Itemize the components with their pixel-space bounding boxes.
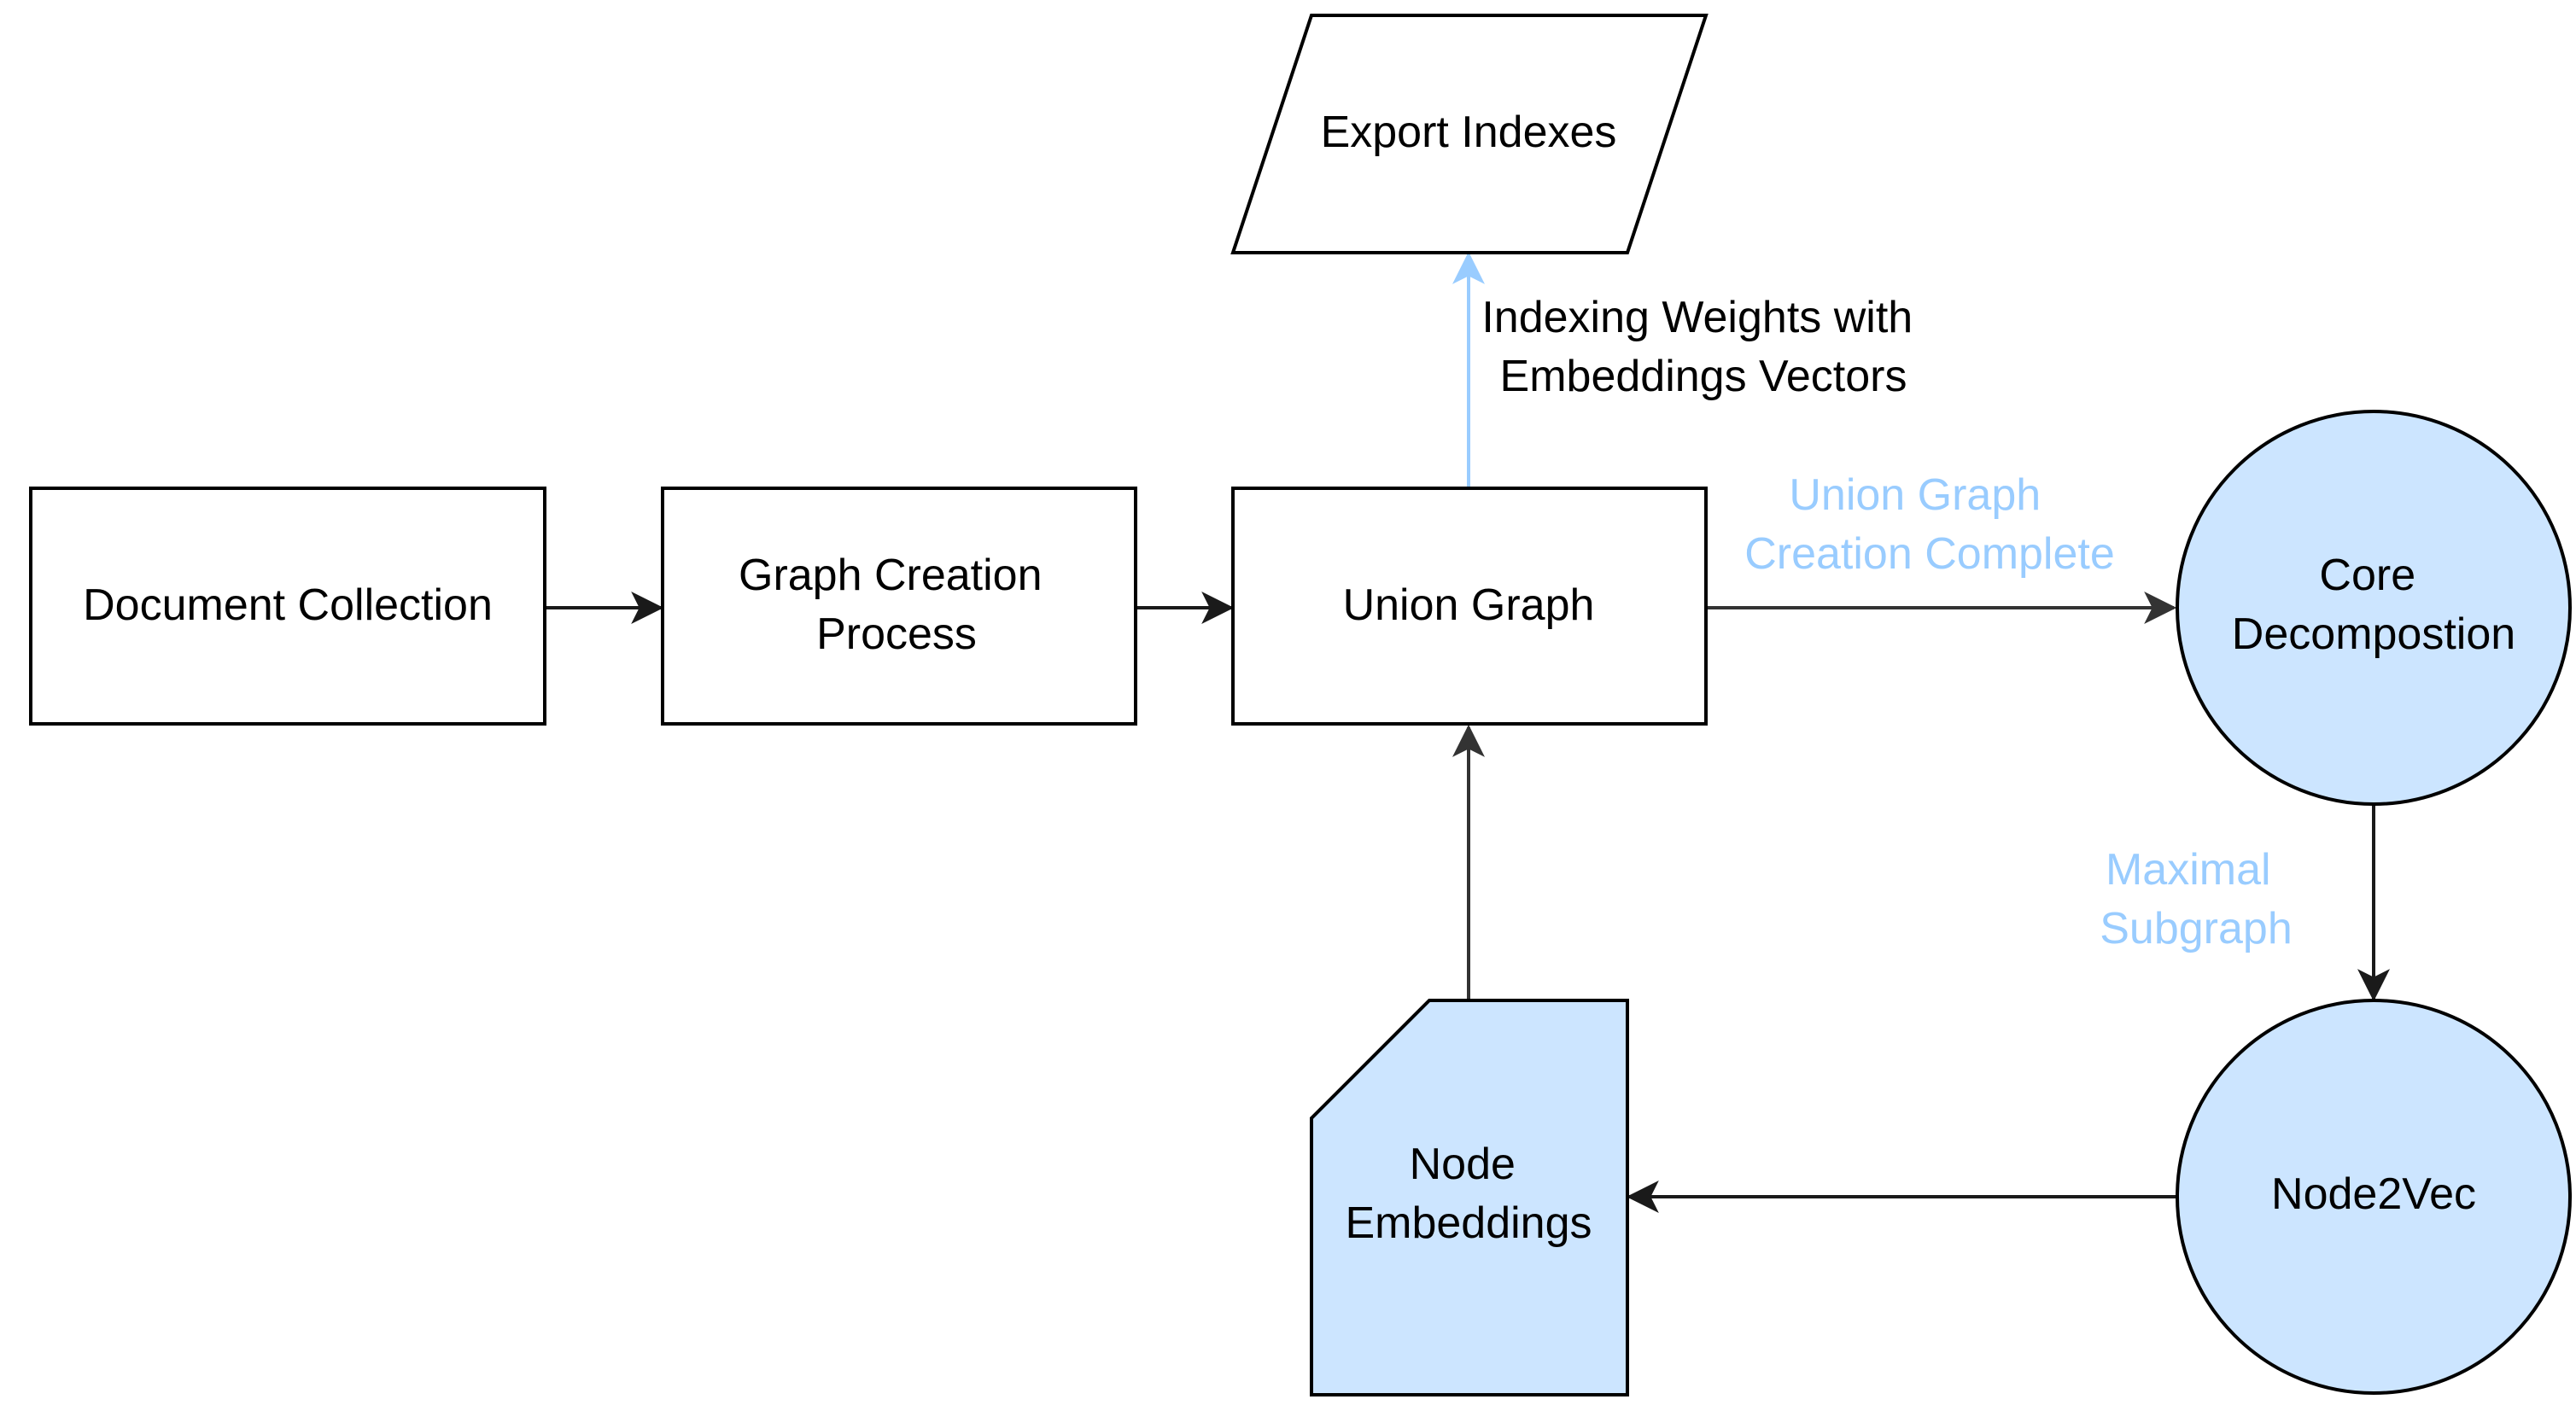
node-document-collection: Document Collection bbox=[29, 487, 546, 726]
node-node2vec: Node2Vec bbox=[2176, 999, 2572, 1395]
svg-text:Document Collection: Document Collection bbox=[83, 580, 493, 630]
svg-text:Node Embeddings: Node Embeddings bbox=[1345, 1140, 1592, 1248]
node-export-indexes: Export Indexes bbox=[1230, 14, 1709, 254]
edge-label-indexing-weights-line-1: Indexing Weights with bbox=[1481, 293, 1913, 342]
node-node-embeddings: Node Embeddings bbox=[1310, 999, 1629, 1396]
svg-text:Export Indexes: Export Indexes bbox=[1321, 108, 1617, 157]
node-export-indexes-label: Export Indexes bbox=[1321, 108, 1617, 157]
node-graph-creation-label-line-2: Process bbox=[816, 609, 977, 659]
edge-label-maximal-subgraph: Maximal Subgraph bbox=[2100, 845, 2293, 953]
svg-text:Union Graph: Union Graph bbox=[1343, 580, 1595, 630]
node-graph-creation-label-line-1: Graph Creation bbox=[739, 551, 1043, 600]
edge-label-maximal-subgraph-line-2: Subgraph bbox=[2100, 904, 2293, 953]
node-core-decomposition-label-line-2: Decompostion bbox=[2232, 609, 2515, 659]
edge-label-union-complete-line-2: Creation Complete bbox=[1744, 529, 2115, 579]
svg-text:Graph Creation Process: Graph Creation Process bbox=[739, 551, 1054, 659]
node-union-graph: Union Graph bbox=[1231, 487, 1708, 726]
node-node2vec-label: Node2Vec bbox=[2271, 1169, 2476, 1219]
edge-label-indexing-weights: Indexing Weights with Embeddings Vectors bbox=[1481, 293, 1925, 401]
node-node-embeddings-label-line-2: Embeddings bbox=[1345, 1198, 1592, 1248]
node-union-graph-label: Union Graph bbox=[1343, 580, 1595, 630]
edge-label-union-complete-line-1: Union Graph bbox=[1789, 470, 2041, 520]
node-graph-creation-process: Graph Creation Process bbox=[661, 487, 1137, 726]
node-node-embeddings-label-line-1: Node bbox=[1410, 1140, 1516, 1189]
edge-label-union-complete: Union Graph Creation Complete bbox=[1744, 470, 2115, 579]
svg-text:Node2Vec: Node2Vec bbox=[2271, 1169, 2476, 1219]
node-core-decomposition: Core Decompostion bbox=[2176, 410, 2572, 806]
svg-text:Core Decompostion: Core Decompostion bbox=[2232, 551, 2515, 659]
node-core-decomposition-label-line-1: Core bbox=[2319, 551, 2415, 600]
edge-label-indexing-weights-line-2: Embeddings Vectors bbox=[1500, 352, 1907, 401]
node-document-collection-label: Document Collection bbox=[83, 580, 493, 630]
edge-label-maximal-subgraph-line-1: Maximal bbox=[2106, 845, 2271, 895]
